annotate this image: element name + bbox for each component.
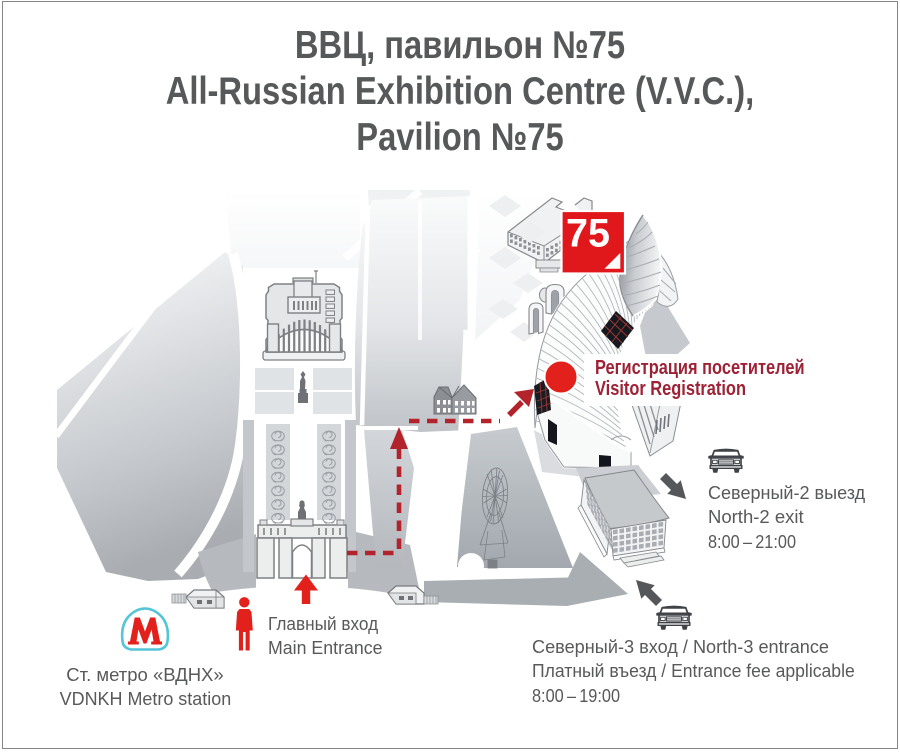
svg-text:75: 75 [566,212,610,256]
